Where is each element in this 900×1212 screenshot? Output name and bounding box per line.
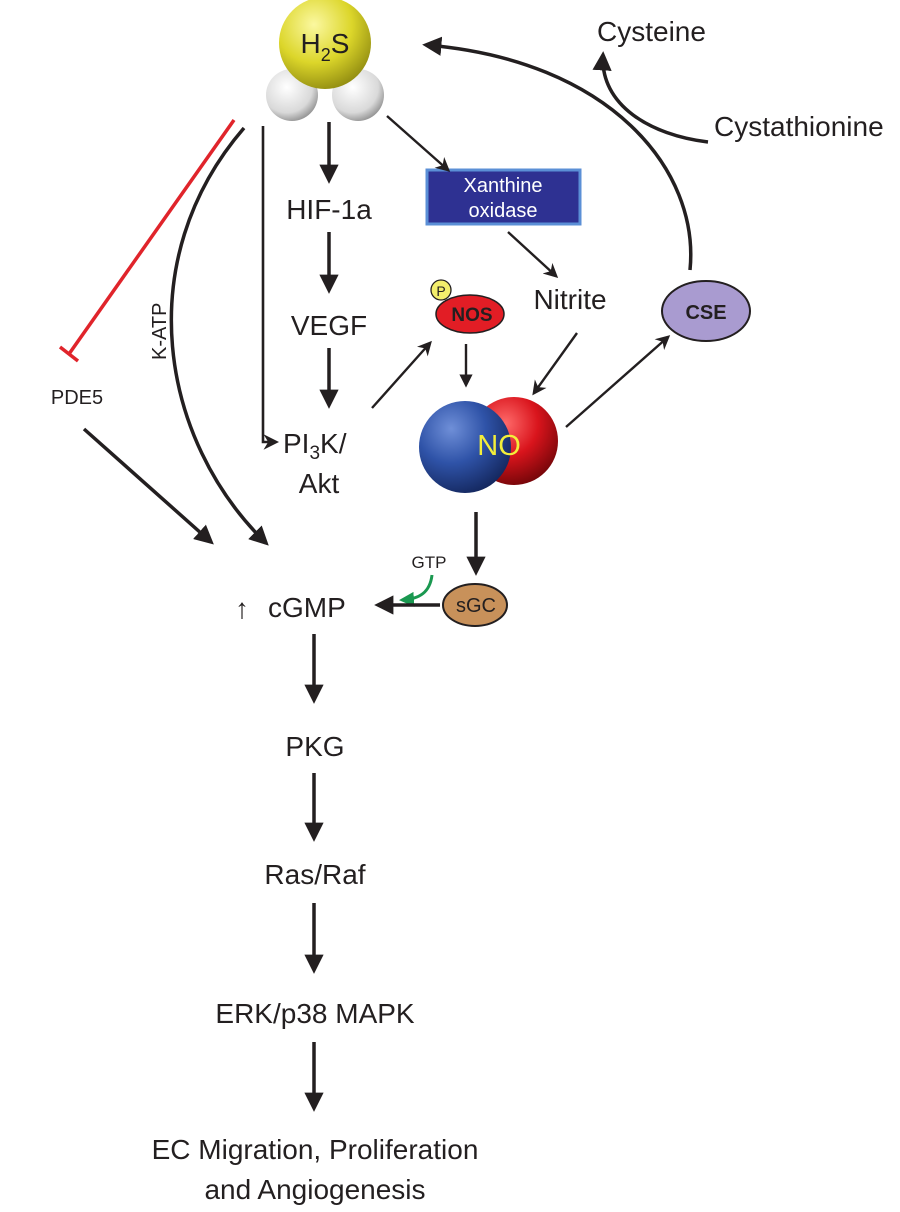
svg-text:NOS: NOS [451, 305, 492, 326]
pi3k-label: PI3K/ [283, 428, 347, 464]
nitrite-to-no-arrow [532, 332, 578, 396]
cse-enzyme: CSE [661, 280, 751, 342]
h2s-katp-to-cgmp-arrow [169, 126, 269, 546]
cystathionine-to-cysteine-curve [592, 51, 709, 144]
cse-to-h2s-arrow [422, 36, 693, 271]
pde5-inhibit-bar [58, 345, 80, 363]
svg-text:P: P [436, 283, 445, 299]
phospho-badge [430, 279, 452, 301]
h2s-label: H2S [301, 28, 350, 65]
cysteine-label: Cysteine [597, 16, 706, 47]
no-label: NO [477, 430, 521, 462]
sgc-enzyme: sGC [442, 583, 508, 627]
nos-enzyme: NOS P [430, 279, 505, 334]
increase-arrow: ↑ [235, 593, 249, 624]
gtp-conversion-arrow [399, 574, 434, 607]
h2s-to-pi3k-line [261, 126, 280, 450]
no-to-cse-arrow [565, 335, 671, 428]
no-molecule: NO [419, 397, 558, 493]
h2s-molecule: H2S [266, 0, 384, 121]
h2s-inhibits-pde5-line [67, 118, 236, 356]
pi3k-to-nos-arrow [371, 340, 432, 409]
outcome-line2: and Angiogenesis [204, 1174, 425, 1205]
xanthine-to-nitrite-arrow [507, 231, 559, 278]
katp-label: K-ATP [149, 303, 171, 360]
vegf-label: VEGF [291, 310, 367, 341]
svg-text:oxidase: oxidase [469, 200, 538, 222]
nitrite-label: Nitrite [533, 284, 606, 315]
cystathionine-label: Cystathionine [714, 111, 884, 142]
erk-label: ERK/p38 MAPK [215, 998, 415, 1029]
gtp-label: GTP [412, 553, 447, 572]
outcome-line1: EC Migration, Proliferation [152, 1134, 479, 1165]
xanthine-oxidase-box: Xanthine oxidase [425, 168, 582, 226]
pde5-label: PDE5 [51, 387, 103, 409]
pkg-label: PKG [285, 731, 344, 762]
hif-label: HIF-1a [286, 194, 372, 225]
rasraf-label: Ras/Raf [264, 859, 365, 890]
svg-text:Xanthine: Xanthine [464, 175, 543, 197]
pde5-to-cgmp-arrow [82, 427, 214, 545]
svg-text:sGC: sGC [456, 595, 496, 617]
h2s-to-xanthine-arrow [386, 115, 451, 172]
cgmp-label: cGMP [268, 592, 346, 623]
akt-label: Akt [299, 468, 340, 499]
svg-text:CSE: CSE [685, 302, 726, 324]
